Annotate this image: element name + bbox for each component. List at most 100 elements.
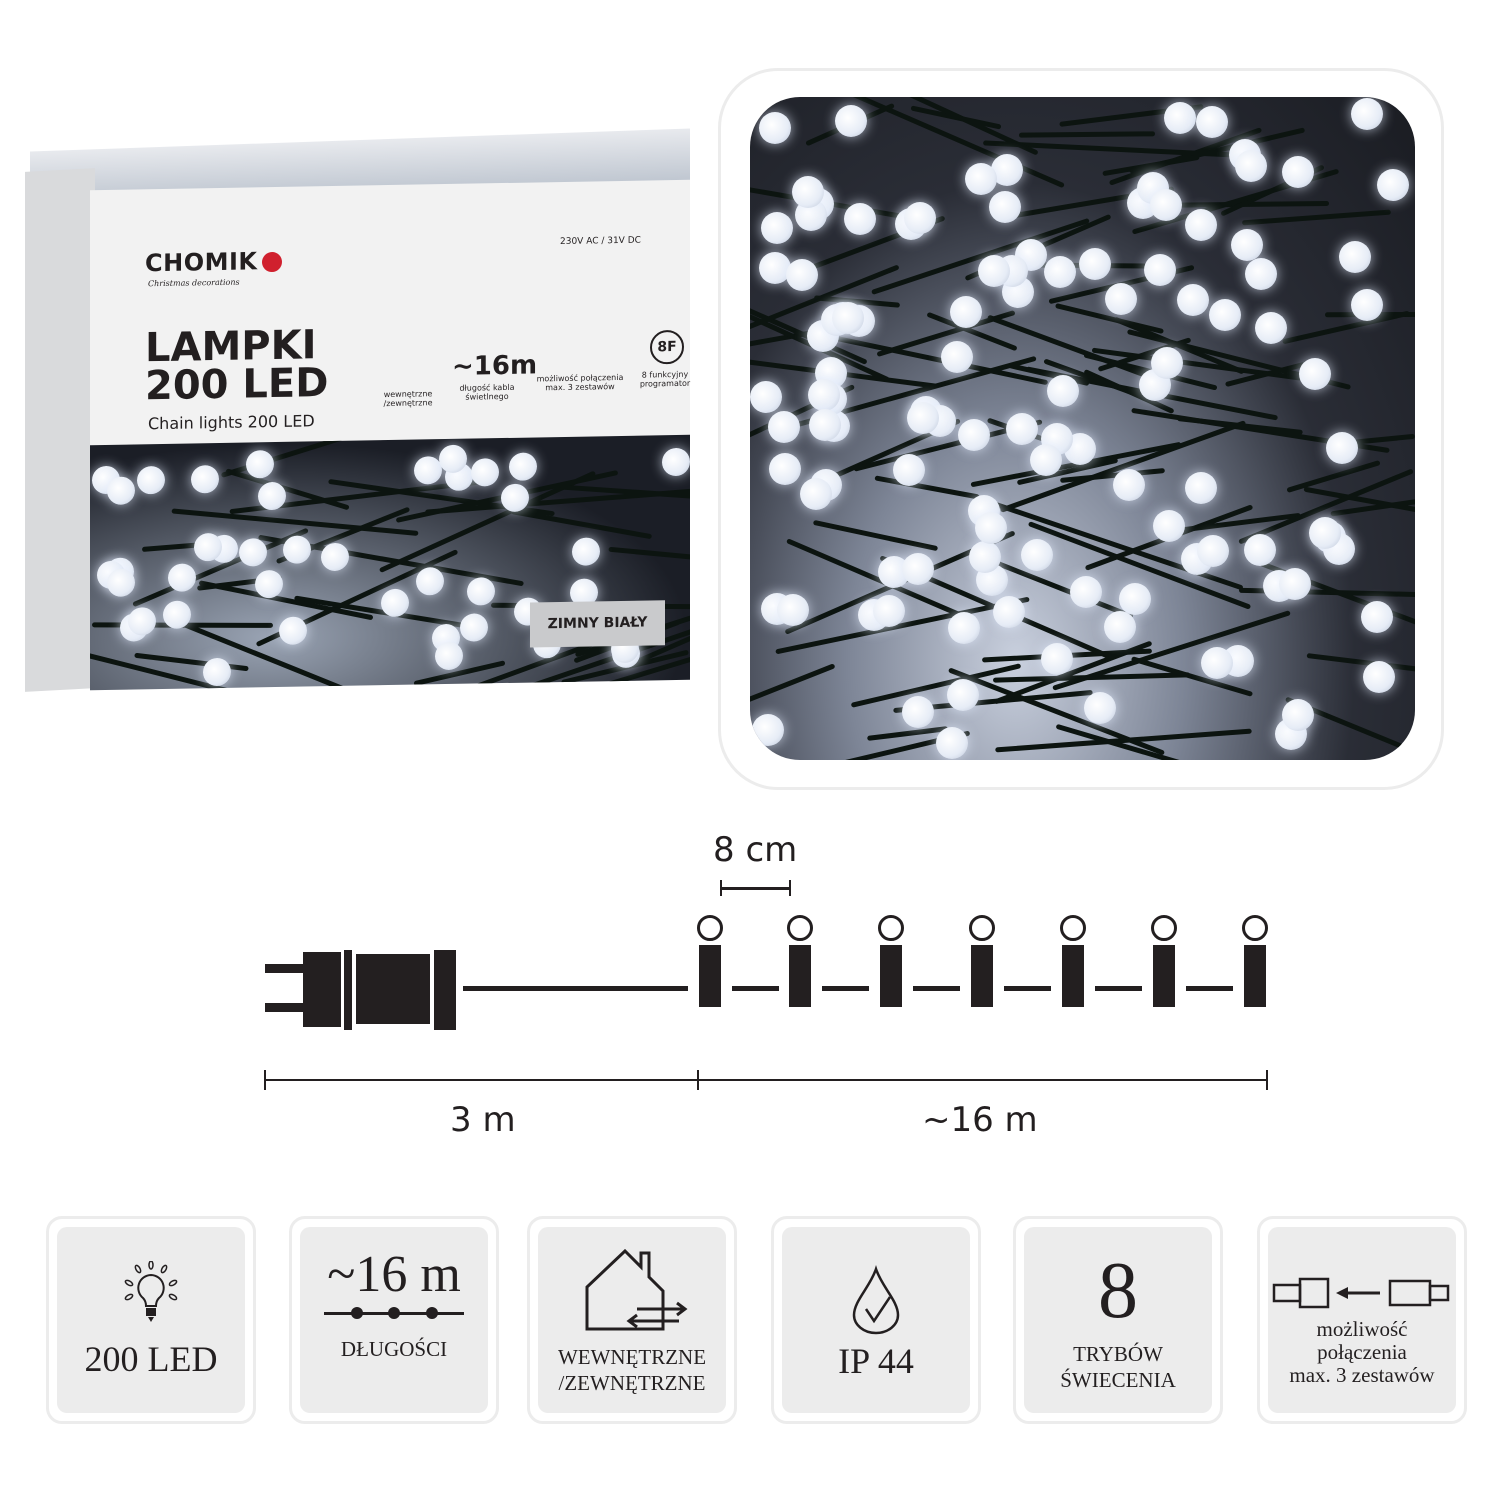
light-bulb xyxy=(936,727,969,760)
chain-wire xyxy=(1004,986,1051,991)
light-bulb xyxy=(903,201,936,234)
light-bulb xyxy=(1153,510,1186,543)
light-bulb xyxy=(1362,660,1395,693)
light-bulb xyxy=(1069,575,1102,608)
voltage-label: 230V AC / 31V DC xyxy=(560,235,641,248)
light-bulb xyxy=(162,600,191,629)
light-bulb xyxy=(832,302,865,335)
light-bulb xyxy=(1299,358,1332,391)
feature-label: DŁUGOŚCI xyxy=(340,1337,448,1361)
led-socket xyxy=(971,945,993,1007)
light-bulb xyxy=(1254,312,1287,345)
programs-caption: 8 funkcyjny programator xyxy=(639,369,691,389)
led-socket xyxy=(789,945,811,1007)
connector-icon xyxy=(1272,1277,1450,1309)
length-caption: długość kabla świetlnego xyxy=(459,382,515,402)
lightbulb-icon xyxy=(124,1260,178,1322)
light-bulb xyxy=(777,593,810,626)
light-bulb xyxy=(1325,432,1358,465)
light-bulb xyxy=(1184,472,1217,505)
chain-wire xyxy=(1186,986,1233,991)
light-bulb xyxy=(190,464,219,494)
light-bulb xyxy=(974,512,1007,545)
feature-value: ~16 m xyxy=(327,1246,461,1303)
wire xyxy=(511,509,653,540)
light-bulb xyxy=(1185,208,1218,241)
light-bulb xyxy=(278,616,307,646)
feature-tile-modes: 8 TRYBÓW ŚWIECENIA xyxy=(1013,1216,1223,1424)
light-bulb xyxy=(257,481,286,511)
light-bulb xyxy=(128,606,157,636)
light-bulb xyxy=(1044,255,1077,288)
light-bulb xyxy=(1361,600,1394,633)
light-bulb xyxy=(968,541,1001,574)
light-bulb xyxy=(106,568,135,597)
water-drop-check-icon xyxy=(852,1265,900,1335)
box-subtitle: Chain lights 200 LED xyxy=(148,411,315,434)
led-bulb xyxy=(787,915,813,941)
led-socket xyxy=(1153,945,1175,1007)
light-bulb xyxy=(768,410,801,443)
light-bulb xyxy=(901,552,934,585)
light-bulb xyxy=(1151,347,1184,380)
spacing-bracket-end xyxy=(789,880,791,896)
light-bulb xyxy=(906,401,939,434)
wire xyxy=(1018,130,1155,138)
feature-label-line3: max. 3 zestawów xyxy=(1289,1363,1435,1387)
wire xyxy=(1242,209,1391,226)
chain-wire xyxy=(913,986,960,991)
wire xyxy=(874,475,980,500)
light-bulb xyxy=(1244,258,1277,291)
product-box-photo: CHOMIK Christmas decorations 230V AC / 3… xyxy=(25,128,695,692)
chain-wire xyxy=(822,986,869,991)
light-bulb xyxy=(1030,443,1063,476)
feature-value: IP 44 xyxy=(838,1341,914,1381)
light-bulb xyxy=(843,202,876,235)
light-bulb xyxy=(1041,643,1074,676)
light-bulb xyxy=(1350,288,1383,321)
light-bulb xyxy=(1047,375,1080,408)
programs-badge: 8F xyxy=(650,329,684,365)
light-bulb xyxy=(466,576,495,606)
light-bulb xyxy=(1208,298,1241,331)
light-bulb xyxy=(471,458,500,487)
feature-label-line1: WEWNĘTRZNE xyxy=(557,1345,707,1369)
light-bulb xyxy=(902,695,935,728)
feature-label-line1: możliwość xyxy=(1316,1317,1408,1341)
feature-value: 8 xyxy=(1098,1247,1138,1335)
feature-value: 200 LED xyxy=(84,1339,218,1379)
feature-tile-connect: możliwość połączenia max. 3 zestawów xyxy=(1257,1216,1467,1424)
wire xyxy=(607,546,690,571)
light-bulb xyxy=(246,450,275,479)
light-bulb xyxy=(1112,469,1145,502)
light-bulb xyxy=(434,641,463,671)
brand-tagline: Christmas decorations xyxy=(148,277,240,289)
chain-length-icon xyxy=(324,1307,464,1319)
lead-length-label: 3 m xyxy=(450,1100,516,1140)
light-bulb xyxy=(761,212,794,245)
light-bulb xyxy=(509,452,538,481)
light-bulb xyxy=(799,477,832,510)
light-bulb xyxy=(834,105,867,138)
led-spacing-label: 8 cm xyxy=(713,830,798,870)
light-bulb xyxy=(1176,283,1209,316)
wire xyxy=(813,519,938,552)
connect-caption: możliwość połączenia max. 3 zestawów xyxy=(536,372,624,393)
light-bulb xyxy=(808,409,841,442)
led-bulb xyxy=(1060,915,1086,941)
light-bulb xyxy=(750,381,783,414)
light-bulb xyxy=(1234,149,1267,182)
light-bulb xyxy=(1078,247,1111,280)
light-bulb xyxy=(413,456,442,485)
lead-cable xyxy=(463,986,688,991)
light-bulb xyxy=(321,542,350,571)
light-bulb xyxy=(1144,253,1177,286)
spacing-bracket-end xyxy=(720,880,722,896)
led-bulb xyxy=(878,915,904,941)
feature-tile-led-count: 200 LED xyxy=(46,1216,256,1424)
light-bulb xyxy=(107,476,136,505)
light-bulb xyxy=(893,453,926,486)
light-bulb xyxy=(752,714,785,747)
feature-tile-ip-rating: IP 44 xyxy=(771,1216,981,1424)
